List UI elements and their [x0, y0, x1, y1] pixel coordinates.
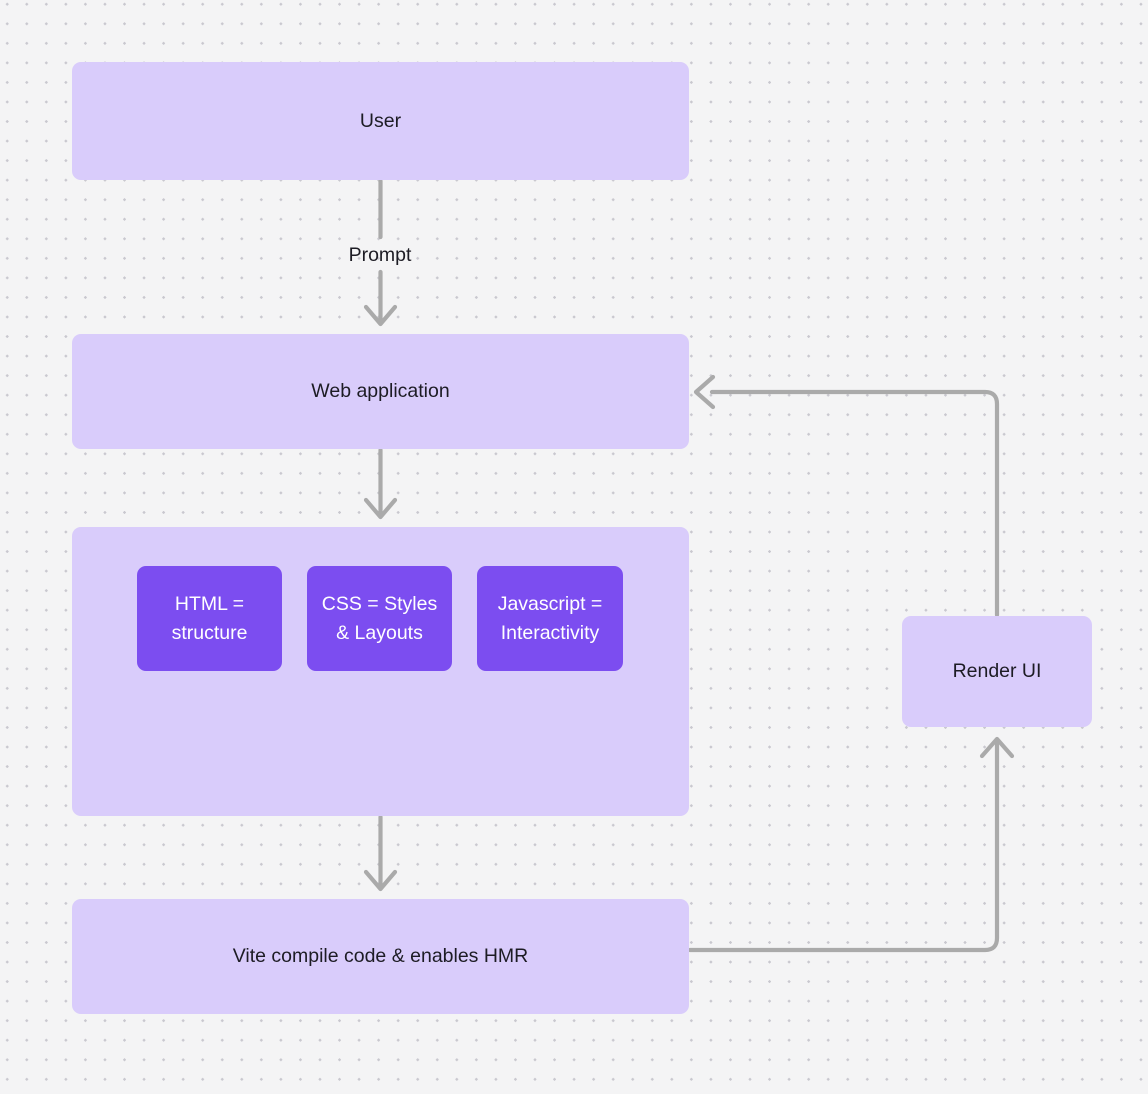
edge-components-to-vite: [363, 814, 398, 892]
chip-css[interactable]: CSS = Styles & Layouts: [307, 566, 452, 671]
node-render-ui-label: Render UI: [952, 660, 1042, 683]
node-render-ui[interactable]: Render UI: [902, 616, 1092, 727]
edge-webapp-to-components: [363, 447, 398, 520]
chip-javascript-label: Javascript = Interactivity: [497, 592, 603, 644]
node-user-label: User: [359, 109, 402, 132]
chip-html-label: HTML = structure: [171, 592, 248, 644]
node-web-application-label: Web application: [311, 380, 450, 403]
edge-label-prompt: Prompt: [348, 244, 412, 266]
node-user[interactable]: User: [72, 62, 689, 180]
chip-css-label: CSS = Styles & Layouts: [321, 592, 438, 644]
node-vite-label: Vite compile code & enables HMR: [232, 945, 529, 968]
edge-render-to-webapp: [693, 374, 1000, 618]
node-web-application[interactable]: Web application: [72, 334, 689, 449]
edge-vite-to-render: [687, 736, 1015, 953]
node-vite[interactable]: Vite compile code & enables HMR: [72, 899, 689, 1014]
chip-javascript[interactable]: Javascript = Interactivity: [477, 566, 623, 671]
chip-html[interactable]: HTML = structure: [137, 566, 282, 671]
